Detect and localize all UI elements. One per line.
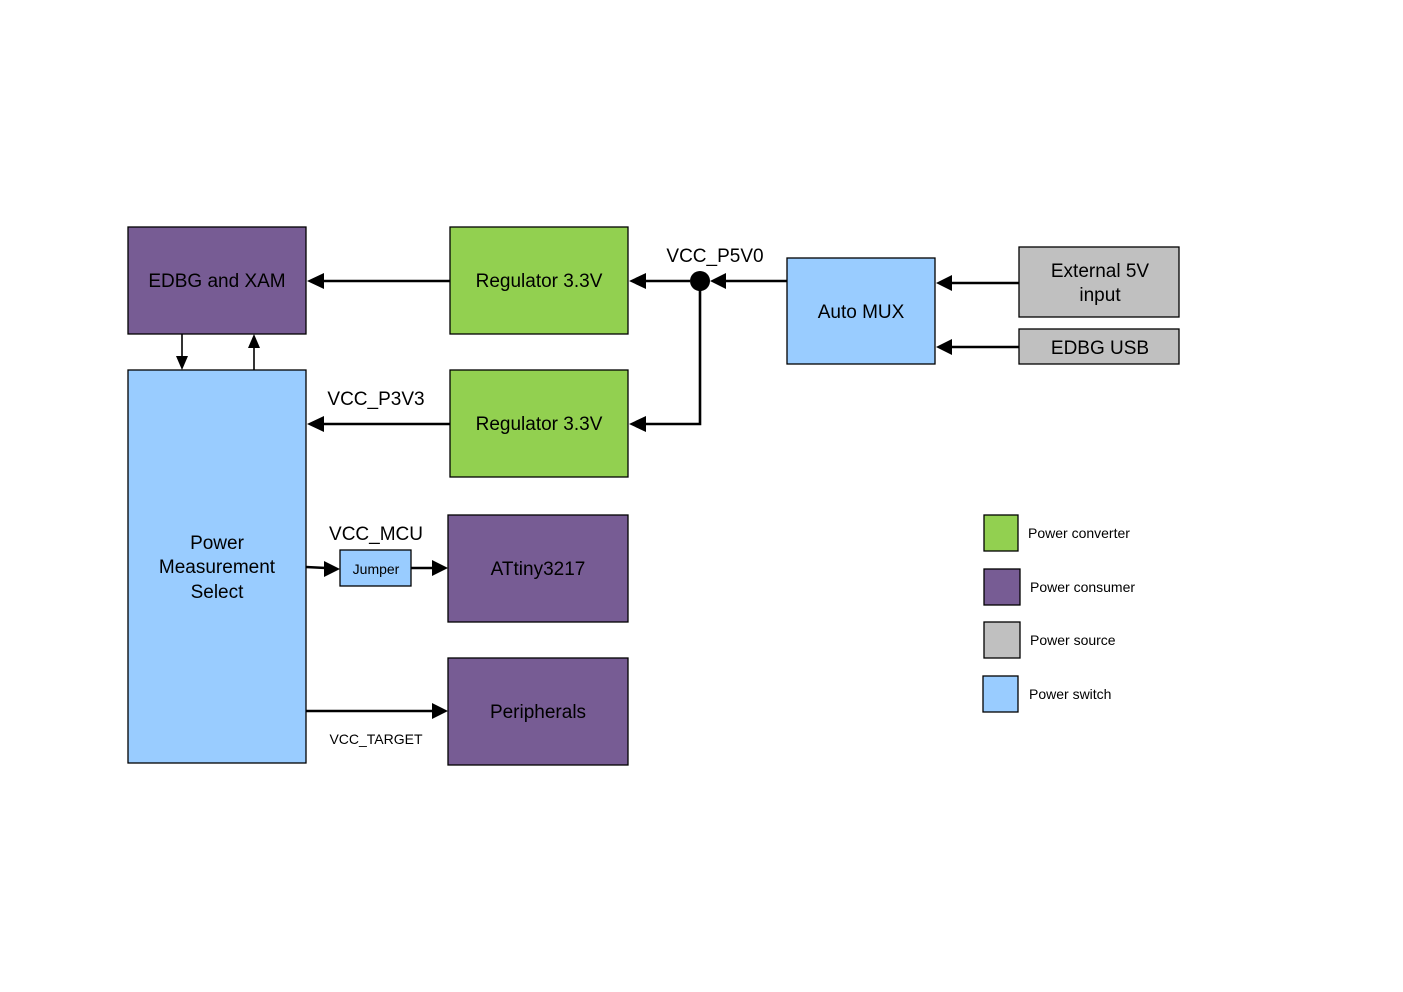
- wire-junction-to-regulator-top: [629, 273, 690, 289]
- wire-pms-to-edbg: [248, 334, 260, 370]
- net-label-vcc-p3v3: VCC_P3V3: [327, 389, 424, 410]
- wire-mux-to-junction: [710, 273, 787, 289]
- regulator-bottom-block: Regulator 3.3V: [449, 369, 629, 478]
- regulator-top-label: Regulator 3.3V: [476, 271, 603, 292]
- legend-label-switch: Power switch: [1029, 686, 1111, 702]
- attiny3217-block: ATtiny3217: [447, 514, 629, 623]
- legend-label-source: Power source: [1030, 632, 1116, 648]
- auto-mux-block: Auto MUX: [786, 257, 936, 365]
- edbg-usb-label: EDBG USB: [1051, 338, 1149, 359]
- wire-edbg-to-pms: [176, 334, 188, 370]
- wire-junction-to-regulator-bottom: [629, 281, 702, 432]
- power-measurement-label-line3: Select: [191, 582, 245, 603]
- wire-edbg-usb-to-mux: [936, 339, 1019, 355]
- power-measurement-label-line2: Measurement: [159, 557, 276, 578]
- auto-mux-label: Auto MUX: [818, 302, 905, 323]
- edbg-usb-block: EDBG USB: [1018, 328, 1180, 365]
- attiny3217-label: ATtiny3217: [491, 559, 586, 580]
- edbg-xam-label: EDBG and XAM: [148, 271, 285, 292]
- external-5v-label-line1: External 5V: [1051, 261, 1150, 282]
- peripherals-label: Peripherals: [490, 702, 586, 723]
- net-label-vcc-mcu: VCC_MCU: [329, 524, 423, 545]
- net-label-vcc-p5v0: VCC_P5V0: [666, 246, 763, 267]
- legend-item-source: Power source: [983, 621, 1116, 659]
- wire-pms-to-peripherals: [306, 703, 448, 719]
- legend-label-consumer: Power consumer: [1030, 579, 1135, 595]
- legend-item-consumer: Power consumer: [983, 568, 1135, 606]
- regulator-bottom-label: Regulator 3.3V: [476, 414, 603, 435]
- legend-label-converter: Power converter: [1028, 525, 1130, 541]
- regulator-top-block: Regulator 3.3V: [449, 226, 629, 335]
- peripherals-block: Peripherals: [447, 657, 629, 766]
- wire-external-5v-to-mux: [936, 275, 1019, 291]
- power-measurement-select-block: Power Measurement Select: [127, 369, 307, 764]
- net-label-vcc-target: VCC_TARGET: [329, 731, 423, 747]
- legend: Power converter Power consumer Power sou…: [982, 514, 1135, 713]
- legend-item-converter: Power converter: [983, 514, 1130, 552]
- wire-jumper-to-attiny: [411, 560, 448, 576]
- power-measurement-label-line1: Power: [190, 533, 245, 554]
- jumper-label: Jumper: [353, 561, 400, 577]
- edbg-xam-block: EDBG and XAM: [127, 226, 307, 335]
- wire-regulator-top-to-edbg: [307, 273, 450, 289]
- external-5v-input-block: External 5V input: [1018, 246, 1180, 318]
- wire-pms-to-jumper: [305, 561, 340, 577]
- wire-regulator-bottom-to-pms: [307, 416, 450, 432]
- legend-item-switch: Power switch: [982, 675, 1111, 713]
- external-5v-label-line2: input: [1079, 285, 1121, 306]
- jumper-block: Jumper: [339, 549, 412, 587]
